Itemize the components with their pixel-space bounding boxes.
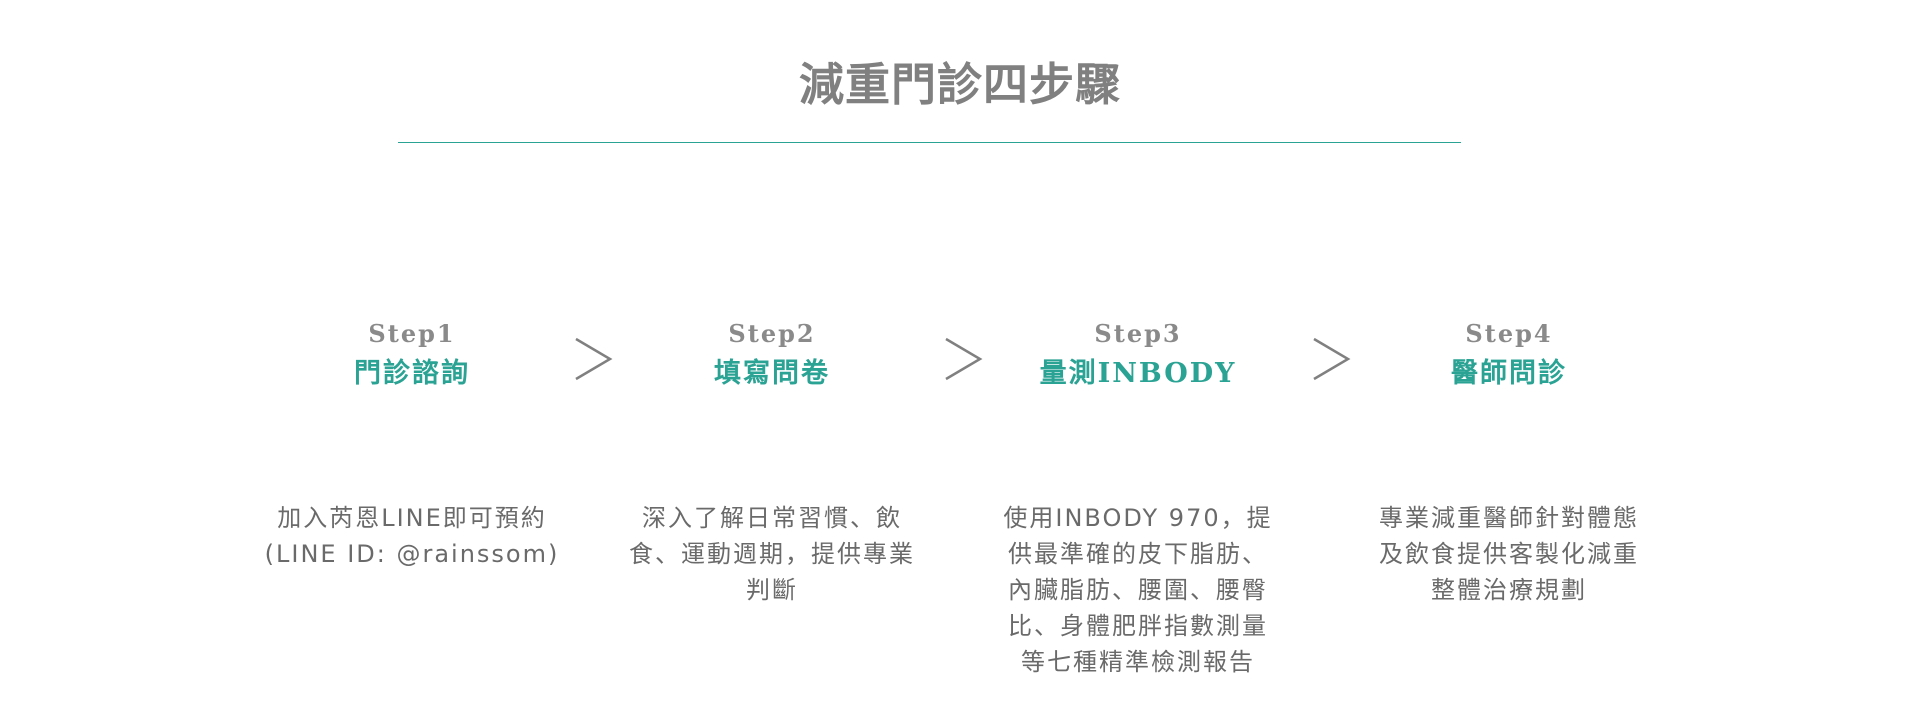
chevron-right-icon [572, 335, 616, 383]
step-3: Step3 量測INBODY [988, 320, 1288, 390]
step-4-desc-line: 專業減重醫師針對體態 [1379, 504, 1639, 532]
step-3-desc-line: 使用INBODY 970，提 [1003, 504, 1273, 532]
step-4-description: 專業減重醫師針對體態 及飲食提供客製化減重 整體治療規劃 [1359, 500, 1659, 608]
step-3-desc-line: 內臟脂肪、腰圍、腰臀 [1008, 576, 1268, 604]
step-1: Step1 門診諮詢 [262, 320, 562, 390]
step-2-desc-line: 深入了解日常習慣、飲 [642, 504, 902, 532]
step-4-name: 醫師問診 [1451, 358, 1567, 389]
step-4: Step4 醫師問診 [1359, 320, 1659, 390]
step-1-label: Step1 [368, 319, 456, 348]
step-2-desc-line: 判斷 [746, 576, 798, 604]
step-2-name: 填寫問卷 [714, 358, 830, 389]
page-title: 減重門診四步驟 [798, 58, 1121, 111]
step-1-name: 門診諮詢 [354, 358, 470, 389]
step-2-description: 深入了解日常習慣、飲 食、運動週期，提供專業 判斷 [622, 500, 922, 608]
step-2-label: Step2 [728, 319, 816, 348]
step-3-desc-line: 比、身體肥胖指數測量 [1008, 612, 1268, 640]
step-1-desc-line: 加入芮恩LINE即可預約 [277, 504, 547, 532]
step-4-desc-line: 及飲食提供客製化減重 [1379, 540, 1639, 568]
chevron-right-icon [942, 335, 986, 383]
step-3-label: Step3 [1094, 319, 1182, 348]
step-1-desc-line: (LINE ID: @rainssom) [264, 540, 560, 568]
step-1-description: 加入芮恩LINE即可預約 (LINE ID: @rainssom) [262, 500, 562, 572]
step-4-label: Step4 [1465, 319, 1553, 348]
step-2: Step2 填寫問卷 [622, 320, 922, 390]
title-divider [398, 142, 1461, 143]
step-3-description: 使用INBODY 970，提 供最準確的皮下脂肪、 內臟脂肪、腰圍、腰臀 比、身… [988, 500, 1288, 680]
step-2-desc-line: 食、運動週期，提供專業 [629, 540, 915, 568]
step-4-desc-line: 整體治療規劃 [1431, 576, 1587, 604]
chevron-right-icon [1310, 335, 1354, 383]
step-3-name: 量測INBODY [1039, 358, 1237, 389]
step-3-desc-line: 等七種精準檢測報告 [1021, 648, 1255, 676]
step-3-desc-line: 供最準確的皮下脂肪、 [1008, 540, 1268, 568]
